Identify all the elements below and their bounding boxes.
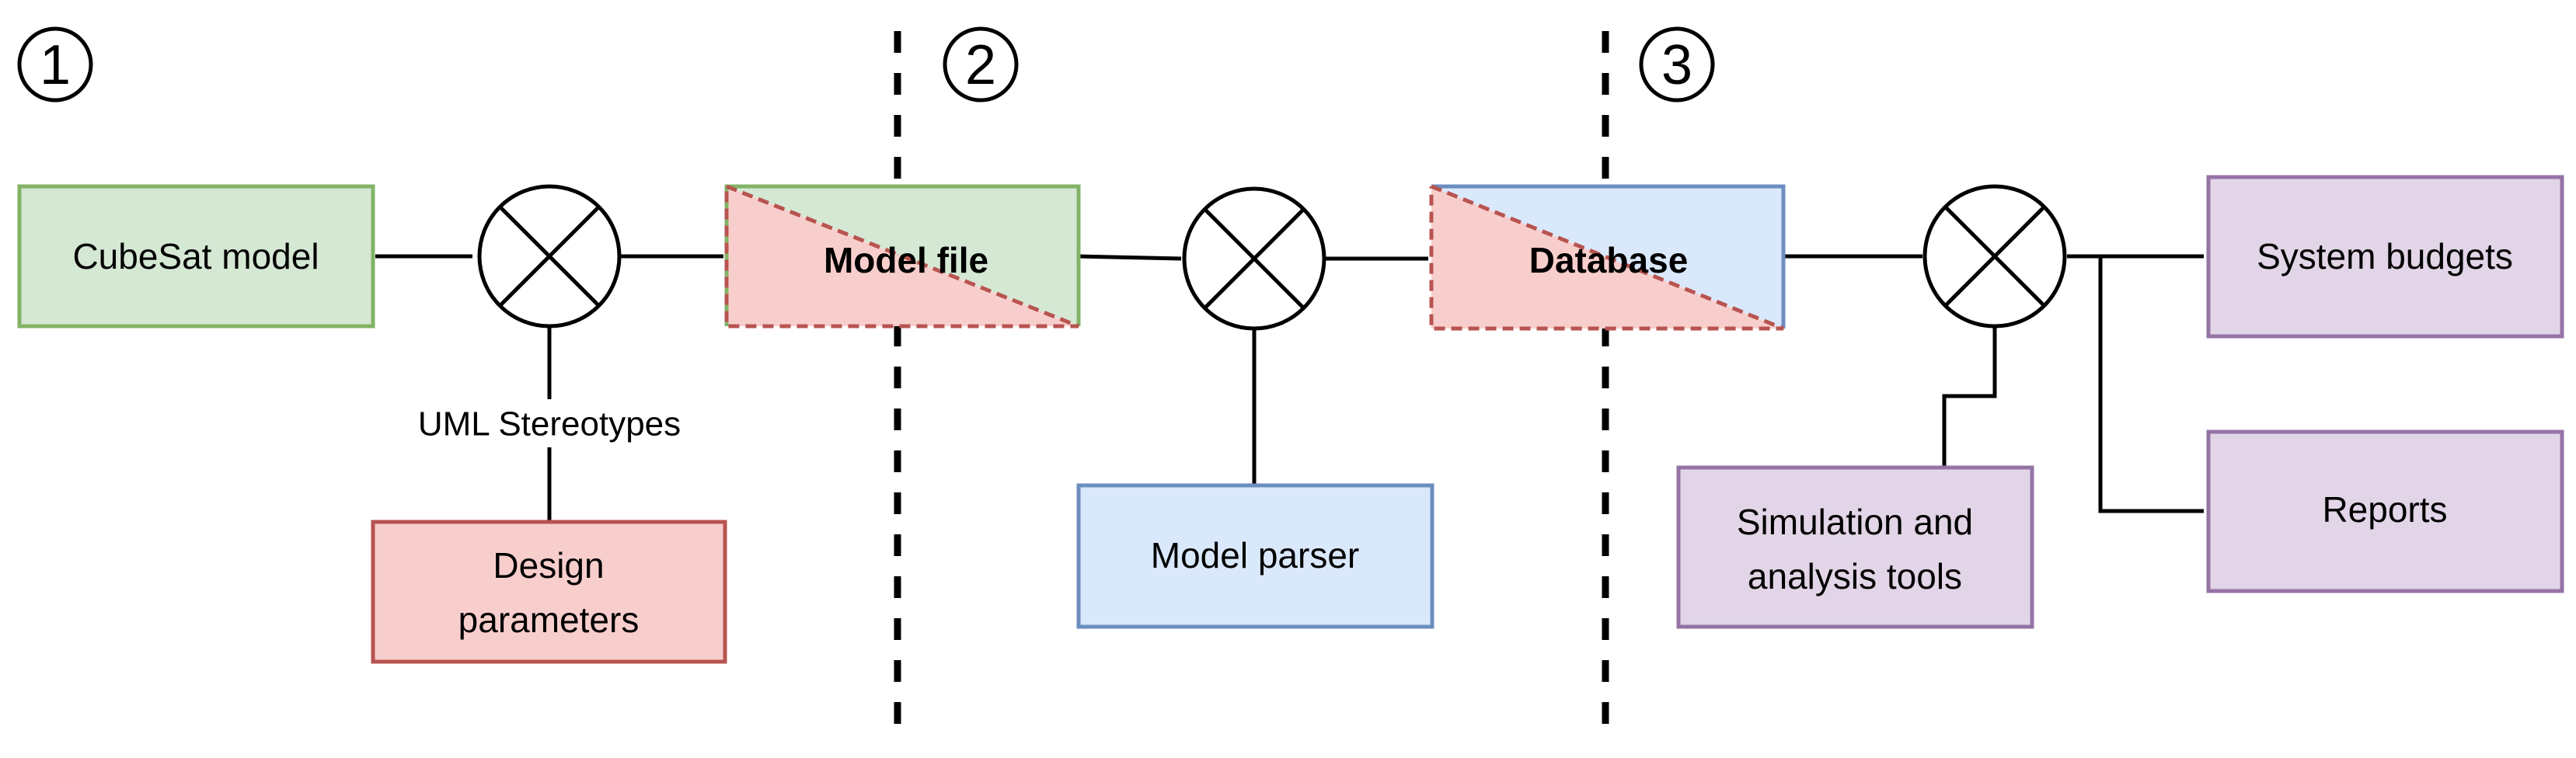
stage-marker-3: 3 (1639, 26, 1715, 103)
model-parser-label: Model parser (1151, 535, 1359, 575)
node-cubesat-model: CubeSat model (17, 184, 375, 329)
stage-number-2: 2 (965, 34, 996, 96)
stage-marker-2: 2 (943, 26, 1019, 103)
combiner-3 (1922, 184, 2067, 329)
system-budgets-label: System budgets (2257, 236, 2513, 276)
node-model-file: Model file (724, 184, 1081, 329)
node-reports: Reports (2206, 429, 2564, 593)
design-parameters-label-line2: parameters (458, 600, 640, 640)
combiner-1 (477, 184, 622, 329)
edge-mult3-to-reports (2098, 256, 2204, 513)
database-label: Database (1529, 240, 1689, 280)
node-model-parser: Model parser (1076, 483, 1434, 629)
stage-marker-1: 1 (17, 26, 93, 103)
node-design-parameters: Design parameters (371, 520, 727, 664)
edge-modelfile-to-mult2 (1078, 254, 1182, 261)
simulation-label-line1: Simulation and (1737, 502, 1973, 542)
node-simulation-tools: Simulation and analysis tools (1676, 465, 2034, 629)
edge-label-bg (400, 399, 699, 447)
node-database: Database (1429, 184, 1786, 331)
node-system-budgets: System budgets (2206, 175, 2564, 339)
simulation-label-line2: analysis tools (1748, 556, 1962, 596)
stage-number-1: 1 (40, 34, 71, 96)
design-parameters-label-line1: Design (493, 545, 604, 586)
uml-stereotypes-label: UML Stereotypes (418, 405, 681, 443)
model-file-label: Model file (824, 240, 988, 280)
stage-number-3: 3 (1661, 34, 1692, 96)
combiner-2 (1182, 186, 1326, 331)
cubesat-model-label: CubeSat model (72, 236, 319, 276)
reports-label: Reports (2322, 489, 2447, 530)
edge-simulation-to-mult3 (1942, 326, 1997, 466)
